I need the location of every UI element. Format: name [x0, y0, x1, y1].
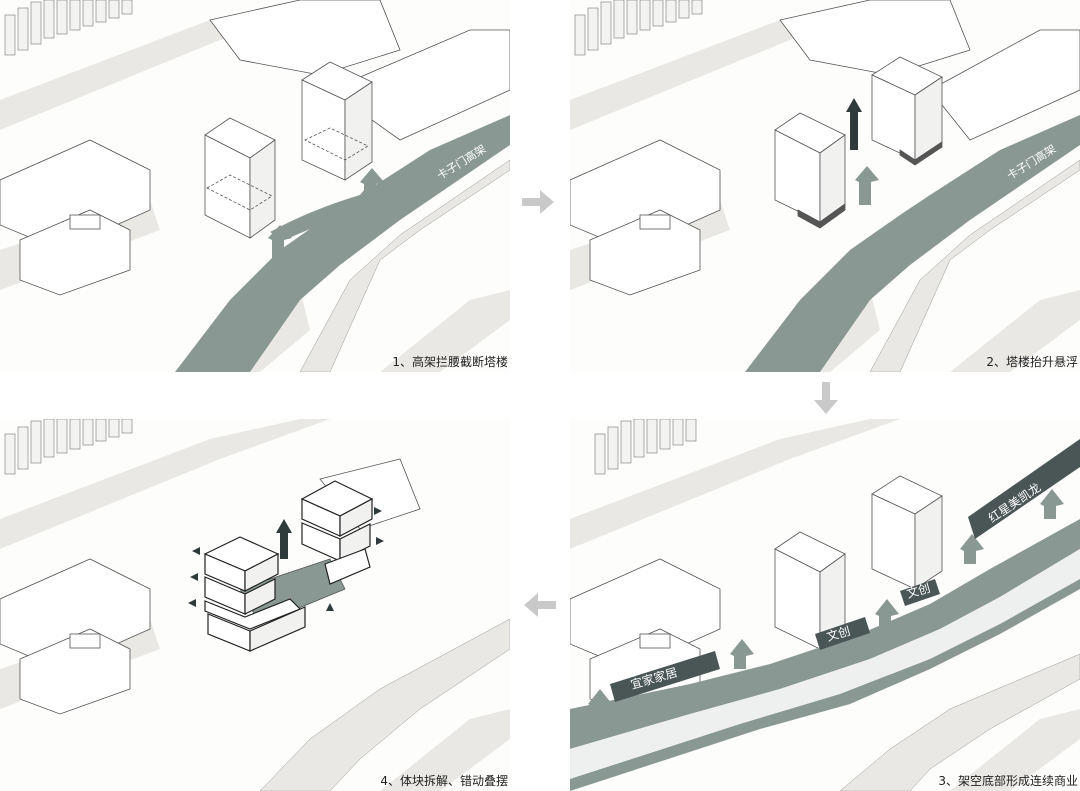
caption-step-1: 1、高架拦腰截断塔楼 [392, 355, 508, 369]
commercial-ribbon [570, 519, 1080, 749]
caption-step-2: 2、塔楼抬升悬浮 [986, 355, 1078, 369]
panel-1-drawing: 卡子门高架 [0, 0, 510, 372]
panel-step-3: 宜家家居 文创 文创 红星美凯龙 3、架空底部形成连续商业 [570, 419, 1080, 791]
arrow-left-icon [524, 593, 556, 617]
caption-step-4: 4、体块拆解、错动叠摆 [380, 774, 508, 788]
highway-road [175, 115, 510, 372]
panel-4-drawing [0, 419, 510, 791]
panel-3-drawing: 宜家家居 文创 文创 红星美凯龙 [570, 419, 1080, 791]
tag-culture-1: 文创 [825, 623, 852, 644]
arrow-right-icon [522, 190, 554, 214]
lift-arrow-icon [846, 98, 862, 150]
lift-arrow-icon [276, 519, 292, 559]
panel-step-1: 卡子门高架 1、高架拦腰截断塔楼 [0, 0, 510, 372]
tag-culture-2: 文创 [905, 580, 932, 601]
arrow-down-icon [814, 382, 838, 414]
caption-step-3: 3、架空底部形成连续商业 [938, 774, 1078, 788]
panel-step-2: 卡子门高架 2、塔楼抬升悬浮 [570, 0, 1080, 372]
panel-step-4: 4、体块拆解、错动叠摆 [0, 419, 510, 791]
panel-2-drawing: 卡子门高架 [570, 0, 1080, 372]
shift-arrows-icon [188, 507, 384, 611]
